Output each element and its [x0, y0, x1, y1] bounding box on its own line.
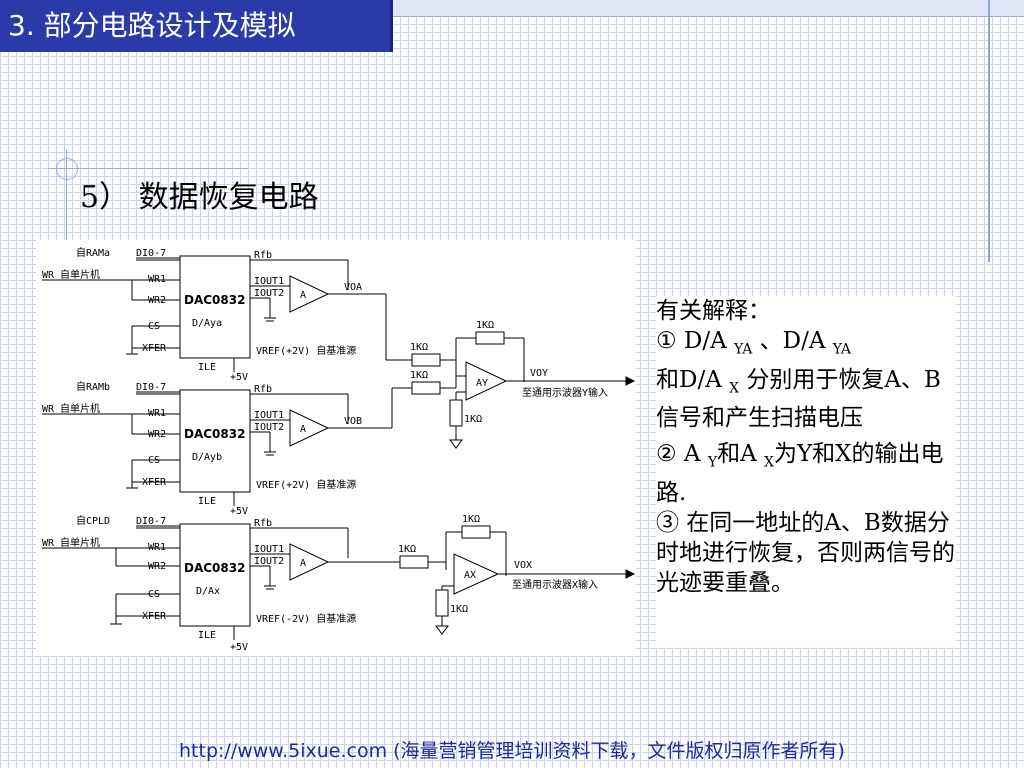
pin-cs-1: CS	[148, 321, 160, 332]
pin-rfb-2: Rfb	[254, 384, 272, 395]
vref-label-3: VREF(-2V) 自基准源	[256, 612, 356, 625]
explanation-item-2: ② A Y和A X为Y和X的输出电路.	[656, 441, 944, 506]
dac-chip-3	[179, 523, 251, 627]
footer-link[interactable]: http://www.5ixue.com (海量营销管理培训资料下载，文件版权归…	[179, 740, 845, 762]
slide-title: 3. 部分电路设计及模拟	[8, 9, 296, 42]
vref-label-2: VREF(+2V) 自基准源	[256, 478, 356, 491]
explanation-item-3: ③ 在同一地址的A、B数据分时地进行恢复，否则两信号的光迹要重叠。	[656, 509, 955, 596]
resistor-label-7: 1KΩ	[450, 604, 468, 615]
pin-iout2-3: IOUT2	[254, 556, 284, 567]
dac-chip-1	[179, 255, 251, 359]
vref-label-1: VREF(+2V) 自基准源	[256, 344, 356, 357]
pin-iout1-1: IOUT1	[254, 276, 284, 287]
resistor-label-6: 1KΩ	[462, 514, 480, 525]
opamp-label-2: A	[300, 424, 306, 435]
wr-label-3: WR 自单片机	[42, 536, 100, 549]
pin-cs-3: CS	[148, 589, 160, 600]
source-label-2: 自RAMb	[76, 380, 110, 393]
chip-label-3: DAC0832	[184, 561, 245, 575]
out-label-1: VOA	[344, 282, 362, 293]
to-scope-y-label: 至通用示波器Y输入	[522, 386, 608, 399]
to-scope-x-label: 至通用示波器X输入	[512, 578, 598, 591]
bus-label-1: DI0-7	[136, 248, 166, 259]
chip-label-1: DAC0832	[184, 293, 245, 307]
pin-iout1-2: IOUT1	[254, 410, 284, 421]
pin-xfer-1: XFER	[142, 343, 167, 354]
deco-line-horizontal	[48, 168, 248, 169]
dac-chip-2	[179, 389, 251, 493]
pin-wr2-2: WR2	[148, 429, 166, 440]
pin-rfb-1: Rfb	[254, 250, 272, 261]
out-y-label: VOY	[530, 368, 548, 379]
deco-line-vertical	[66, 150, 67, 270]
resistor-label-4: 1KΩ	[464, 414, 482, 425]
title-bar: 3. 部分电路设计及模拟	[0, 0, 393, 52]
out-label-2: VOB	[344, 416, 362, 427]
pin-5v-2: +5V	[230, 506, 248, 517]
circuit-diagram: 自RAMa DI0-7 WR 自单片机 DAC0832 D/Aya VREF(+…	[36, 240, 636, 656]
chip-sub-label-2: D/Ayb	[192, 452, 222, 463]
resistor-label-3: 1KΩ	[476, 320, 494, 331]
explanation-heading: 有关解释：	[656, 298, 771, 324]
pin-ile-3: ILE	[198, 630, 216, 641]
deco-circle-icon	[56, 158, 78, 180]
opamp-label-1: A	[300, 290, 306, 301]
circuit-svg: 自RAMa DI0-7 WR 自单片机 DAC0832 D/Aya VREF(+…	[42, 246, 636, 653]
pin-ile-1: ILE	[198, 362, 216, 373]
resistor-label-1: 1KΩ	[410, 342, 428, 353]
pin-ile-2: ILE	[198, 496, 216, 507]
pin-5v-3: +5V	[230, 642, 248, 653]
right-rule	[988, 0, 990, 262]
opamp-label-3: A	[300, 558, 306, 569]
bus-label-2: DI0-7	[136, 382, 166, 393]
pin-wr1-2: WR1	[148, 408, 166, 419]
source-label-1: 自RAMa	[76, 246, 110, 259]
section-subheading: 5） 数据恢复电路	[80, 180, 319, 215]
pin-wr1-3: WR1	[148, 542, 166, 553]
chip-label-2: DAC0832	[184, 427, 245, 441]
pin-xfer-2: XFER	[142, 477, 167, 488]
chip-sub-label-3: D/Ax	[196, 586, 220, 597]
wr-label-1: WR 自单片机	[42, 268, 100, 281]
pin-wr1-1: WR1	[148, 274, 166, 285]
resistor-label-2: 1KΩ	[410, 370, 428, 381]
sum-amp-y-label: AY	[476, 378, 488, 389]
resistor-label-5: 1KΩ	[398, 544, 416, 555]
pin-5v-1: +5V	[230, 372, 248, 383]
wr-label-2: WR 自单片机	[42, 402, 100, 415]
top-rule	[390, 16, 1024, 17]
pin-xfer-3: XFER	[142, 611, 167, 622]
top-decor-strip	[390, 0, 1024, 16]
bus-label-3: DI0-7	[136, 516, 166, 527]
pin-rfb-3: Rfb	[254, 518, 272, 529]
source-label-3: 自CPLD	[76, 514, 110, 527]
pin-cs-2: CS	[148, 455, 160, 466]
pin-iout2-2: IOUT2	[254, 422, 284, 433]
pin-wr2-1: WR2	[148, 295, 166, 306]
sum-amp-x-label: AX	[464, 570, 476, 581]
pin-iout1-3: IOUT1	[254, 544, 284, 555]
out-x-label: VOX	[514, 560, 532, 571]
pin-iout2-1: IOUT2	[254, 288, 284, 299]
chip-sub-label-1: D/Aya	[192, 318, 222, 329]
pin-wr2-3: WR2	[148, 561, 166, 572]
